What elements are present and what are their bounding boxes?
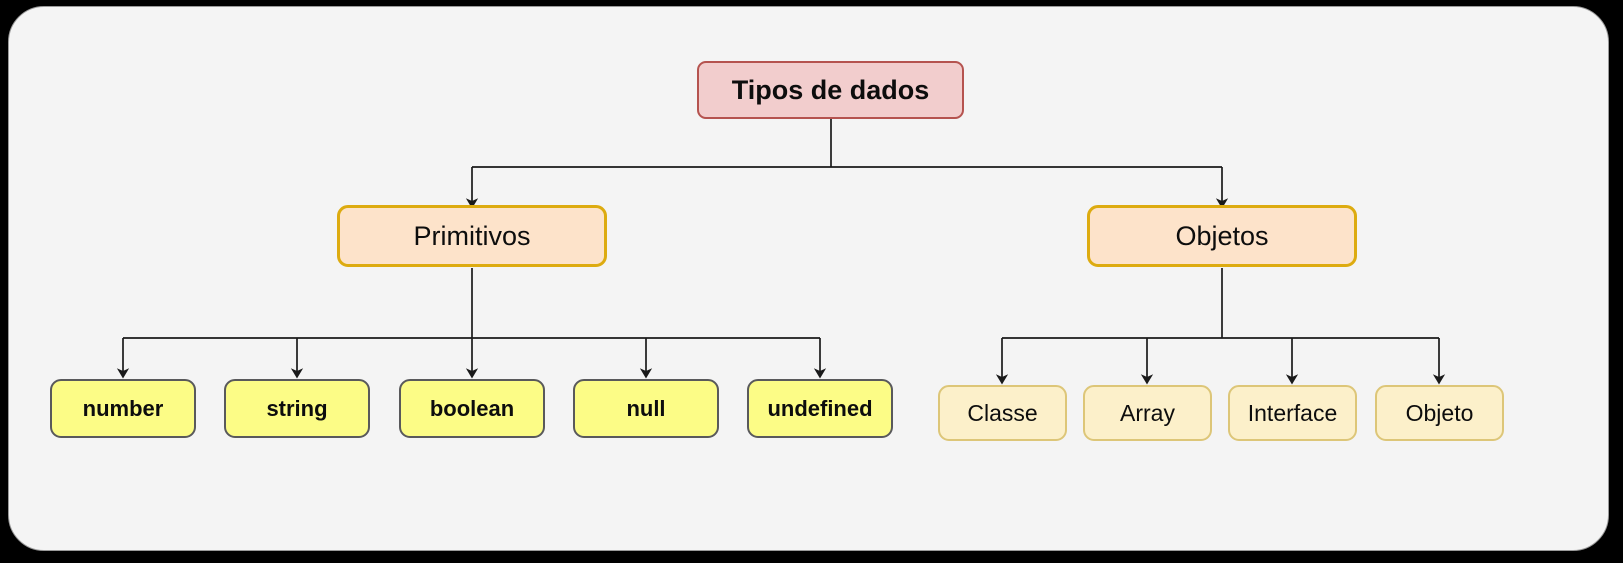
node-label: undefined <box>767 395 873 421</box>
node-objeto[interactable]: Objeto <box>1375 385 1504 441</box>
node-undefined[interactable]: undefined <box>747 379 893 438</box>
node-boolean[interactable]: boolean <box>399 379 545 438</box>
node-string[interactable]: string <box>224 379 370 438</box>
node-label: string <box>266 395 328 421</box>
node-number[interactable]: number <box>50 379 196 438</box>
node-interface[interactable]: Interface <box>1228 385 1357 441</box>
node-label: Classe <box>967 399 1038 426</box>
node-classe[interactable]: Classe <box>938 385 1067 441</box>
diagram-canvas: Tipos de dados Primitivos Objetos number… <box>8 6 1609 551</box>
connector-lines <box>116 119 1446 385</box>
node-tipos-de-dados[interactable]: Tipos de dados <box>697 61 964 119</box>
node-label: Interface <box>1247 399 1338 426</box>
node-null[interactable]: null <box>573 379 719 438</box>
node-array[interactable]: Array <box>1083 385 1212 441</box>
node-label: Objetos <box>1175 220 1269 251</box>
node-label: Array <box>1120 399 1175 426</box>
node-primitivos[interactable]: Primitivos <box>337 205 607 267</box>
node-label: boolean <box>429 395 515 421</box>
node-label: null <box>626 395 666 421</box>
diagram-layer: Tipos de dados Primitivos Objetos number… <box>9 7 1608 550</box>
node-objetos[interactable]: Objetos <box>1087 205 1357 267</box>
node-label: Primitivos <box>413 220 531 251</box>
node-label: Tipos de dados <box>731 74 930 105</box>
node-label: number <box>82 395 164 421</box>
node-label: Objeto <box>1405 399 1474 426</box>
